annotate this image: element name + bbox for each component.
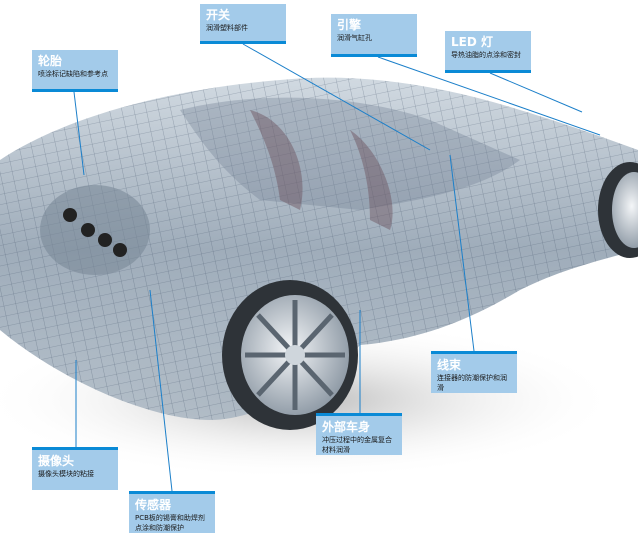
callout-desc: 摄像头模块的粘接 — [38, 470, 94, 478]
callout-desc: 润滑气缸孔 — [337, 34, 372, 42]
rear-wheel — [222, 280, 358, 430]
callout-led: LED 灯 导热油脂的点涂和密封 — [445, 31, 531, 73]
callout-desc: PCB板的锡膏和助焊剂点涂和防潮保护 — [135, 514, 205, 532]
callout-title: 传感器 — [135, 498, 172, 512]
callout-desc: 冲压过程中的金属复合材料润滑 — [322, 436, 392, 454]
callout-desc: 润滑塑料部件 — [206, 24, 248, 32]
seats — [250, 110, 393, 230]
callout-desc: 导热油脂的点涂和密封 — [451, 51, 521, 59]
window-area — [180, 97, 520, 210]
callout-switch: 开关 润滑塑料部件 — [200, 4, 286, 44]
callout-engine: 引擎 润滑气缸孔 — [331, 14, 417, 57]
callout-tire: 轮胎 喷涂标记缺陷和参考点 — [32, 50, 118, 92]
callout-title: 线束 — [437, 358, 462, 372]
wireframe-mesh — [0, 77, 638, 420]
callout-camera: 摄像头 摄像头模块的粘接 — [32, 447, 118, 490]
callout-desc: 连接器的防潮保护和润滑 — [437, 374, 507, 392]
callout-body: 外部车身 冲压过程中的金属复合材料润滑 — [316, 413, 402, 455]
callout-sensor: 传感器 PCB板的锡膏和助焊剂点涂和防潮保护 — [129, 491, 215, 533]
rear-light-cluster — [40, 185, 150, 275]
callout-title: LED 灯 — [451, 35, 493, 49]
leader-lines — [73, 43, 601, 492]
callout-title: 外部车身 — [322, 420, 371, 434]
front-wheel — [598, 162, 638, 258]
callout-title: 引擎 — [337, 18, 362, 32]
callout-title: 轮胎 — [38, 54, 63, 68]
callout-title: 摄像头 — [38, 454, 75, 468]
callout-desc: 喷涂标记缺陷和参考点 — [38, 70, 108, 78]
callout-title: 开关 — [206, 8, 231, 22]
callout-harness: 线束 连接器的防潮保护和润滑 — [431, 351, 517, 393]
